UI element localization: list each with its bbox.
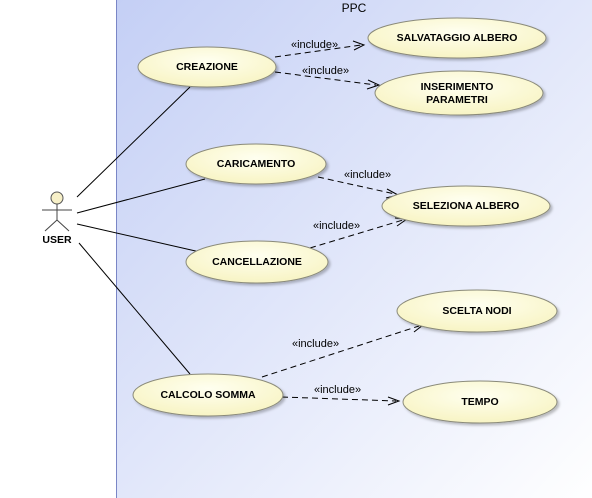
- use-case-label: CANCELLAZIONE: [212, 256, 302, 268]
- use-case-label: PARAMETRI: [426, 94, 488, 106]
- arrowhead-inserimento: [366, 79, 381, 90]
- include-label: «include»: [302, 65, 349, 77]
- include-caricamento-seleziona[interactable]: [317, 176, 396, 195]
- use-case-label: INSERIMENTO: [421, 81, 494, 93]
- use-case-calcolo-somma[interactable]: CALCOLO SOMMA: [132, 373, 284, 417]
- use-case-tempo[interactable]: TEMPO: [402, 380, 558, 424]
- use-case-label: CARICAMENTO: [217, 158, 296, 170]
- include-creazione-inserimento[interactable]: [274, 71, 377, 86]
- use-case-scelta-nodi[interactable]: SCELTA NODI: [396, 289, 558, 333]
- include-calcolo-tempo[interactable]: [281, 396, 397, 402]
- association-calcolo-somma[interactable]: [78, 242, 191, 375]
- use-case-label: SELEZIONA ALBERO: [413, 200, 520, 212]
- use-case-label: SCELTA NODI: [442, 305, 511, 317]
- arrowhead-tempo: [387, 396, 401, 406]
- actor-associations: [76, 86, 206, 375]
- association-caricamento[interactable]: [76, 178, 206, 214]
- include-cancellazione-seleziona[interactable]: [309, 219, 404, 249]
- include-calcolo-scelta[interactable]: [261, 325, 420, 378]
- actor-user[interactable]: USER: [42, 191, 72, 246]
- stick-figure-icon: [42, 191, 72, 232]
- use-case-creazione[interactable]: CREAZIONE: [137, 46, 277, 88]
- arrowhead-salvataggio: [352, 40, 366, 51]
- association-cancellazione[interactable]: [76, 223, 201, 253]
- association-creazione[interactable]: [76, 86, 191, 198]
- use-case-label: SALVATAGGIO ALBERO: [397, 32, 518, 44]
- actor-label: USER: [42, 234, 72, 246]
- use-case-label: CREAZIONE: [176, 61, 238, 73]
- include-label: «include»: [314, 384, 361, 396]
- use-case-seleziona-albero[interactable]: SELEZIONA ALBERO: [381, 185, 551, 227]
- include-creazione-salvataggio[interactable]: [274, 44, 362, 58]
- include-label: «include»: [313, 220, 360, 232]
- use-case-cancellazione[interactable]: CANCELLAZIONE: [185, 240, 329, 284]
- include-label: «include»: [292, 338, 339, 350]
- include-label: «include»: [291, 39, 338, 51]
- include-labels: «include» «include» «include» «include» …: [291, 39, 391, 396]
- use-case-salvataggio-albero[interactable]: SALVATAGGIO ALBERO: [367, 17, 547, 59]
- use-case-label: TEMPO: [461, 396, 498, 408]
- include-label: «include»: [344, 169, 391, 181]
- system-title: PPC: [342, 1, 367, 15]
- use-case-caricamento[interactable]: CARICAMENTO: [185, 143, 327, 185]
- use-case-label: CALCOLO SOMMA: [160, 389, 255, 401]
- include-relations: [261, 44, 420, 402]
- use-case-inserimento-parametri[interactable]: INSERIMENTO PARAMETRI: [374, 70, 544, 116]
